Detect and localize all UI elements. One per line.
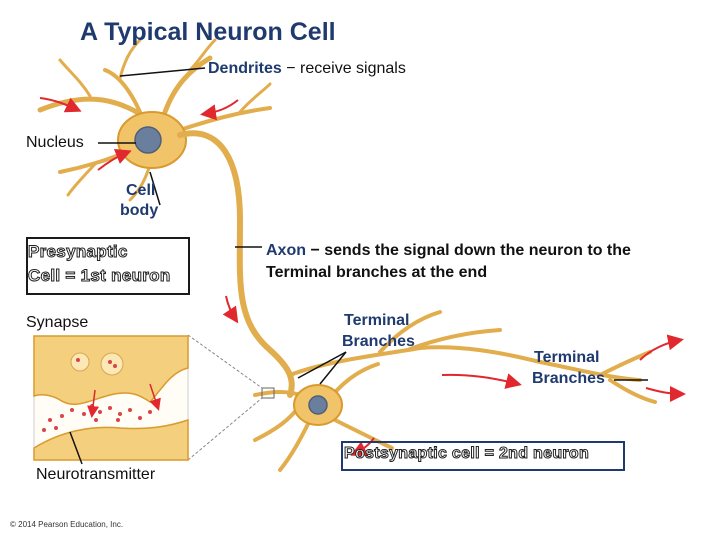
- signal-arrows: [39, 97, 686, 456]
- terminal-branches-right-line1: Terminal: [534, 349, 600, 366]
- synapse-inset: [33, 335, 189, 461]
- dendrites-term: Dendrites: [208, 60, 282, 77]
- dendrites-label: Dendrites − receive signals: [208, 60, 406, 78]
- postsynaptic-label: Postsynaptic cell = 2nd neuron: [343, 445, 590, 463]
- cell-body-label-line1: Cell: [126, 182, 156, 199]
- presynaptic-label-line2: Cell = 1st neuron: [28, 266, 171, 286]
- leader-lines: [69, 67, 648, 465]
- presynaptic-label-line1: Presynaptic: [28, 242, 128, 262]
- axon-label-line1: Axon − sends the signal down the neuron …: [266, 242, 631, 260]
- terminal-branches-right-line2: Branches: [532, 370, 605, 387]
- neurotransmitter-label: Neurotransmitter: [36, 466, 156, 483]
- dendrites-description: − receive signals: [281, 60, 406, 77]
- page-title: A Typical Neuron Cell: [80, 18, 336, 46]
- axon-label-line2: Terminal branches at the end: [266, 264, 488, 281]
- terminal-branches-left-line2: Branches: [342, 333, 415, 350]
- copyright-notice: © 2014 Pearson Education, Inc.: [10, 520, 124, 529]
- axon: [177, 130, 295, 398]
- nucleus-label: Nucleus: [26, 134, 84, 151]
- axon-description: − sends the signal down the neuron to th…: [306, 242, 631, 259]
- presynaptic-box: [26, 237, 190, 295]
- cell-body-label-line2: body: [120, 202, 159, 219]
- synapse-location-box: [261, 387, 275, 399]
- terminal-branches-left-line1: Terminal: [344, 312, 410, 329]
- presynaptic-nucleus: [134, 126, 162, 154]
- postsynaptic-nucleus: [308, 395, 328, 415]
- postsynaptic-box: [341, 441, 625, 471]
- synapse-label: Synapse: [26, 314, 89, 331]
- axon-term: Axon: [266, 242, 306, 259]
